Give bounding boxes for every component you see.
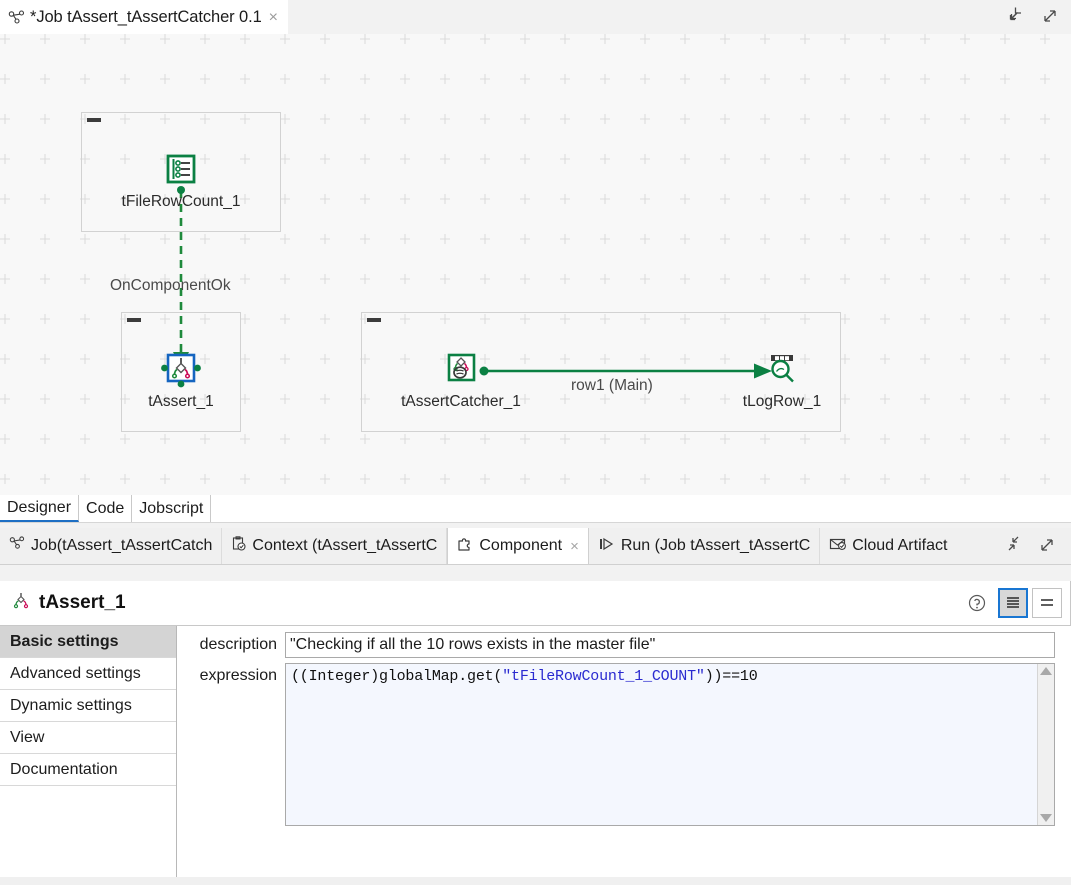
subjob-frame-2[interactable] [121,312,241,432]
maximize-icon[interactable] [1037,3,1063,29]
status-bar [0,877,1071,885]
assert-icon [10,591,32,615]
component-panel-header: tAssert_1 [0,580,1071,626]
section-label: Dynamic settings [10,696,132,714]
expression-prefix: ((Integer)globalMap.get( [291,668,503,685]
minimize-icon[interactable] [1001,3,1027,29]
node-label: tAssert_1 [148,393,214,410]
editor-tab-title: *Job tAssert_tAssertCatcher 0.1 [30,8,262,26]
list-view-icon[interactable] [998,588,1028,618]
tab-code[interactable]: Code [79,495,133,522]
view-tab-controls [1004,528,1071,564]
scroll-down-icon[interactable] [1040,814,1052,822]
node-label: tLogRow_1 [742,393,822,410]
node-tfilerowcount-1[interactable]: tFileRowCount_1 [111,150,251,211]
tab-job[interactable]: Job(tAssert_tAssertCatch [0,528,223,564]
section-basic-settings[interactable]: Basic settings [0,626,176,658]
tab-context[interactable]: Context (tAssert_tAssertC [222,528,448,564]
help-icon[interactable] [962,588,992,618]
cloud-artifact-icon [829,537,847,556]
job-icon [8,9,26,26]
tab-cloud-artifact-label: Cloud Artifact [852,537,948,554]
designer-tab-bar: Designer Code Jobscript [0,495,1071,523]
assert-icon [161,350,201,390]
field-row-expression: expression ((Integer)globalMap.get("tFil… [177,663,1071,826]
tab-run-label: Run (Job tAssert_tAssertC [620,537,811,554]
canvas-grid [0,34,1071,495]
editor-tab-close-icon[interactable]: × [268,8,279,26]
expression-label: expression [199,667,277,684]
log-row-icon [762,350,802,390]
component-header-buttons [962,580,1071,626]
expression-editor[interactable]: ((Integer)globalMap.get("tFileRowCount_1… [285,663,1055,826]
connection-label-oncomponentok: OnComponentOk [110,277,231,294]
window-controls [1001,3,1063,29]
tab-job-label: Job(tAssert_tAssertCatch [31,537,213,554]
section-advanced-settings[interactable]: Advanced settings [0,658,176,690]
expression-string-literal: "tFileRowCount_1_COUNT" [502,668,705,685]
settings-section-list: Basic settings Advanced settings Dynamic… [0,626,177,885]
node-tassertcatcher-1[interactable]: tAssertCatcher_1 [381,350,541,411]
compact-view-icon[interactable] [1032,588,1062,618]
section-label: Basic settings [10,632,119,650]
node-label: tFileRowCount_1 [121,193,241,210]
subjob-frame-3[interactable] [361,312,841,432]
file-row-count-icon [161,150,201,190]
section-label: Documentation [10,760,118,778]
tab-jobscript-label: Jobscript [139,499,204,517]
section-label: View [10,728,45,746]
component-title: tAssert_1 [39,592,126,613]
tab-code-label: Code [86,499,125,517]
run-icon [598,537,616,556]
editor-tab-job[interactable]: *Job tAssert_tAssertCatcher 0.1 × [0,0,288,34]
section-label: Advanced settings [10,664,141,682]
tab-component[interactable]: Component × [447,528,589,564]
job-icon [9,536,26,556]
tab-jobscript[interactable]: Jobscript [132,495,212,522]
settings-fields: description expression ((Integer)globalM… [177,626,1071,885]
description-input[interactable] [285,632,1055,658]
maximize-icon[interactable] [1037,533,1061,559]
assert-catcher-icon [441,350,481,390]
tab-cloud-artifact[interactable]: Cloud Artifact [820,528,956,564]
section-dynamic-settings[interactable]: Dynamic settings [0,690,176,722]
expression-code[interactable]: ((Integer)globalMap.get("tFileRowCount_1… [286,664,1037,825]
node-tassert-1[interactable]: tAssert_1 [131,350,231,411]
section-view[interactable]: View [0,722,176,754]
tab-designer-label: Designer [7,498,72,516]
scroll-up-icon[interactable] [1040,667,1052,675]
section-documentation[interactable]: Documentation [0,754,176,786]
expression-scrollbar[interactable] [1037,664,1054,825]
node-tlogrow-1[interactable]: tLogRow_1 [712,350,852,411]
expression-suffix: ))==10 [704,668,758,685]
connection-label-row1: row1 (Main) [571,377,653,394]
subjob-frame-1[interactable] [81,112,281,232]
tab-component-label: Component [479,537,563,554]
minimize-icon[interactable] [1004,533,1028,559]
description-label: description [199,636,277,653]
component-properties-panel: Basic settings Advanced settings Dynamic… [0,626,1071,885]
context-icon [231,535,247,557]
job-designer-canvas[interactable]: OnComponentOk row1 (Main) tFileRowCount_… [0,34,1071,495]
tab-designer[interactable]: Designer [0,495,80,522]
node-label: tAssertCatcher_1 [401,393,521,410]
component-icon [457,536,474,557]
tab-component-close-icon[interactable]: × [570,537,579,555]
view-tab-bar: Job(tAssert_tAssertCatch Context (tAsser… [0,528,1071,565]
field-row-description: description [177,632,1071,658]
tab-context-label: Context (tAssert_tAssertC [252,537,438,554]
tab-run[interactable]: Run (Job tAssert_tAssertC [589,528,821,564]
title-bar: *Job tAssert_tAssertCatcher 0.1 × [0,0,1071,34]
connections-layer [173,186,772,379]
